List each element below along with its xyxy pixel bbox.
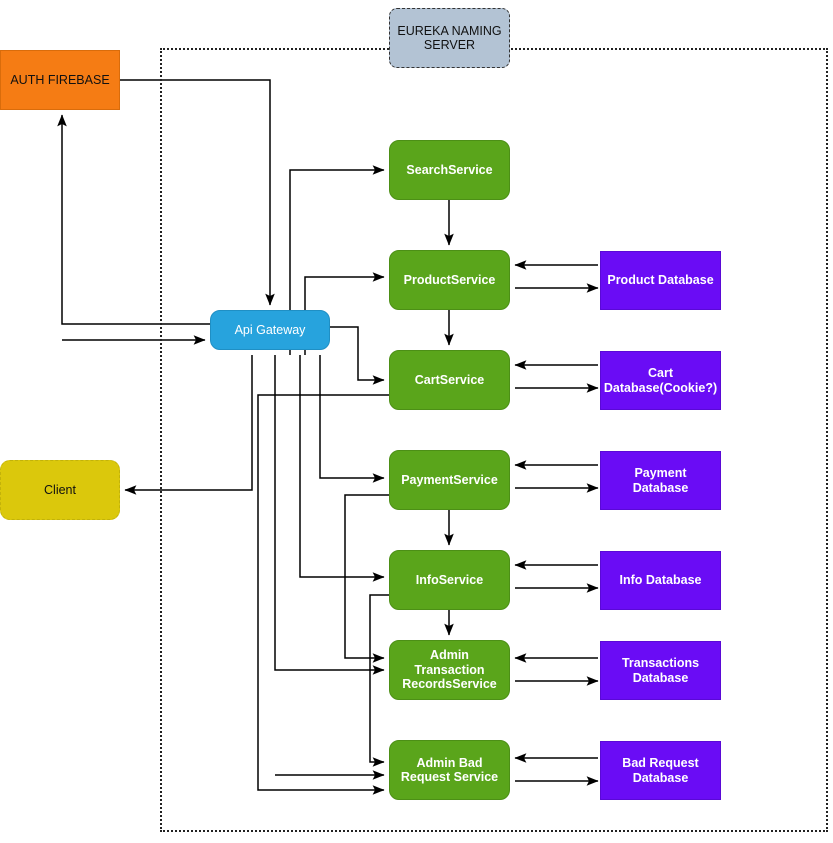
- node-label-product-service: ProductService: [403, 272, 496, 287]
- node-auth-firebase[interactable]: AUTH FIREBASE: [0, 50, 120, 110]
- node-product-service[interactable]: ProductService: [389, 250, 510, 310]
- node-label-cart-service: CartService: [414, 372, 485, 387]
- node-search-service[interactable]: SearchService: [389, 140, 510, 200]
- node-transactions-database[interactable]: Transactions Database: [600, 641, 721, 700]
- node-cart-service[interactable]: CartService: [389, 350, 510, 410]
- node-eureka-naming-server[interactable]: EUREKA NAMING SERVER: [389, 8, 510, 68]
- node-label-client: Client: [44, 482, 76, 497]
- node-label-auth-firebase: AUTH FIREBASE: [10, 72, 110, 87]
- node-payment-database[interactable]: Payment Database: [600, 451, 721, 510]
- node-label-info-database: Info Database: [619, 573, 702, 588]
- node-label-transactions-database: Transactions Database: [621, 656, 700, 685]
- node-label-payment-database: Payment Database: [632, 466, 689, 495]
- node-label-cart-database: Cart Database(Cookie?): [603, 366, 718, 395]
- node-label-api-gateway: Api Gateway: [234, 322, 306, 337]
- node-admin-bad-request-service[interactable]: Admin Bad Request Service: [389, 740, 510, 800]
- node-cart-database[interactable]: Cart Database(Cookie?): [600, 351, 721, 410]
- node-label-eureka: EUREKA NAMING SERVER: [397, 23, 502, 52]
- node-label-bad-request-database: Bad Request Database: [622, 756, 699, 785]
- node-label-admin-bad-request-service: Admin Bad Request Service: [400, 755, 499, 784]
- node-bad-request-database[interactable]: Bad Request Database: [600, 741, 721, 800]
- node-payment-service[interactable]: PaymentService: [389, 450, 510, 510]
- node-label-search-service: SearchService: [406, 162, 493, 177]
- node-info-database[interactable]: Info Database: [600, 551, 721, 610]
- node-client[interactable]: Client: [0, 460, 120, 520]
- node-label-info-service: InfoService: [415, 572, 484, 587]
- node-admin-transaction-records-service[interactable]: Admin Transaction RecordsService: [389, 640, 510, 700]
- node-product-database[interactable]: Product Database: [600, 251, 721, 310]
- node-info-service[interactable]: InfoService: [389, 550, 510, 610]
- node-label-product-database: Product Database: [607, 273, 714, 288]
- node-label-admin-transaction-records-service: Admin Transaction RecordsService: [402, 648, 497, 692]
- node-label-payment-service: PaymentService: [401, 472, 498, 487]
- node-api-gateway[interactable]: Api Gateway: [210, 310, 330, 350]
